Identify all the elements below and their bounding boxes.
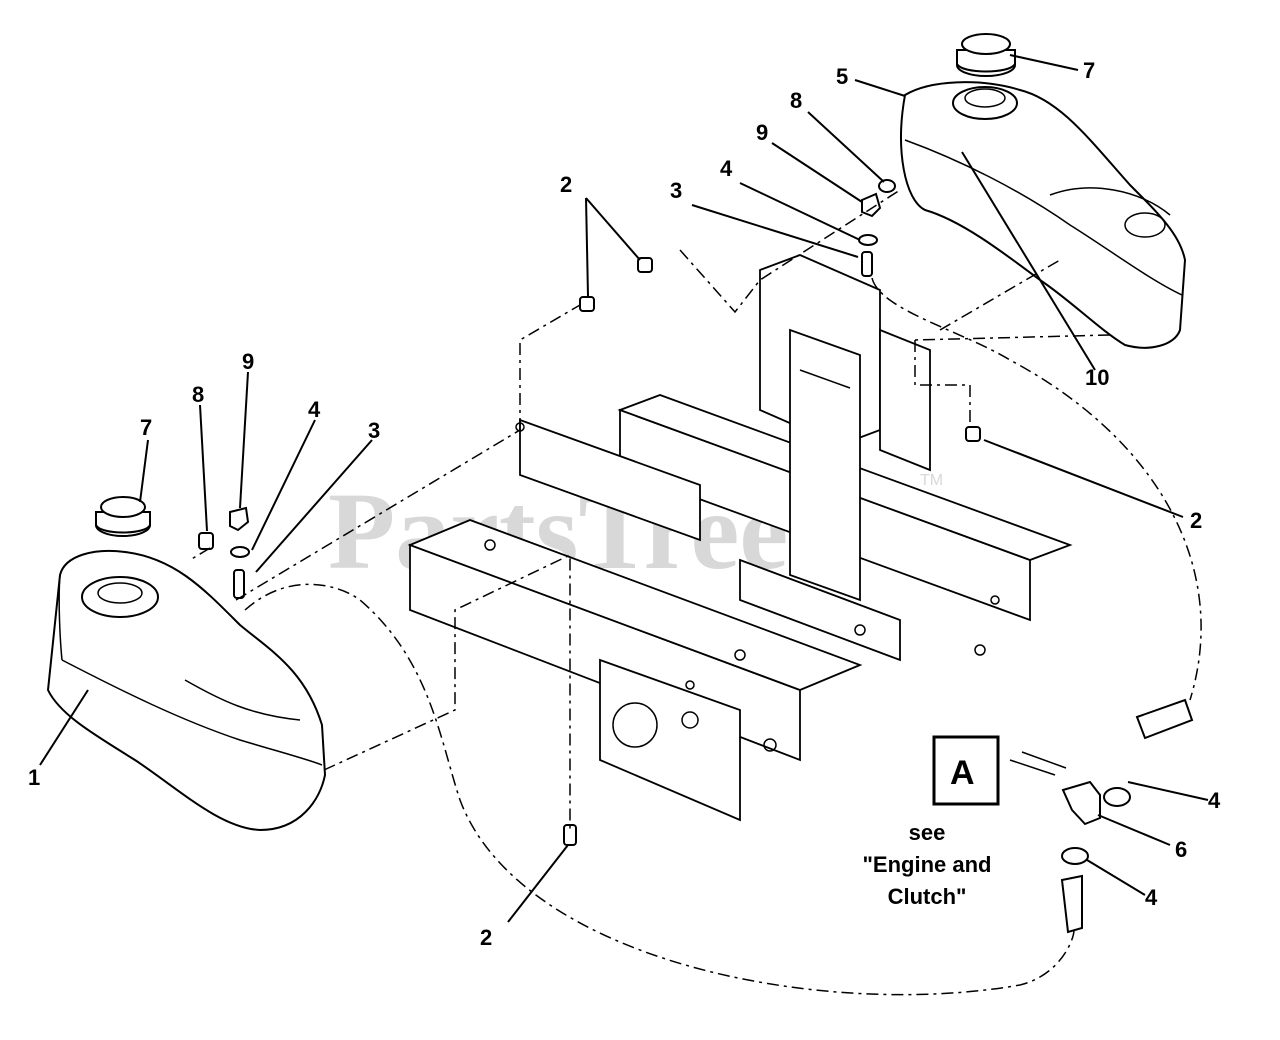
callout-7-right: 7: [1083, 58, 1095, 83]
fuel-valve-assembly: [1009, 698, 1194, 934]
callout-4-top: 4: [720, 156, 733, 181]
callout-7-left: 7: [140, 415, 152, 440]
reference-note-line2: "Engine and: [863, 852, 992, 877]
assembly-lines: [189, 189, 1202, 996]
callout-4-lower: 4: [1145, 885, 1158, 910]
leader-lines: [39, 54, 1209, 923]
callout-9-right: 9: [756, 120, 768, 145]
callout-1: 1: [28, 765, 40, 790]
left-fuel-cap: [95, 496, 151, 537]
reference-note-line1: see: [909, 820, 946, 845]
watermark-trademark: TM: [920, 472, 943, 489]
bolts: [563, 257, 981, 846]
reference-box: A: [932, 735, 1000, 806]
left-fittings: [198, 506, 250, 599]
callout-labels: 1 2 2 2 3 3 4 4 4 4 5 6 7 7 8 8 9 9 10: [28, 58, 1221, 950]
reference-note-line3: Clutch": [888, 884, 967, 909]
callout-10: 10: [1085, 365, 1109, 390]
right-fuel-tank: [900, 81, 1187, 349]
callout-2-top: 2: [560, 172, 572, 197]
callout-6: 6: [1175, 837, 1187, 862]
reference-box-letter: A: [950, 754, 975, 792]
callout-2-bottom: 2: [480, 925, 492, 950]
chassis-frame: [407, 254, 1073, 822]
callout-4-valve: 4: [1208, 788, 1221, 813]
left-fuel-tank: [46, 549, 327, 832]
callout-8-left: 8: [192, 382, 204, 407]
callout-4-left: 4: [308, 397, 321, 422]
reference-note: see "Engine and Clutch": [863, 820, 992, 909]
right-fuel-cap: [956, 33, 1016, 77]
callout-3-left: 3: [368, 418, 380, 443]
callout-9-left: 9: [242, 349, 254, 374]
callout-3-right: 3: [670, 178, 682, 203]
right-fittings: [858, 179, 896, 277]
callout-5: 5: [836, 64, 848, 89]
callout-2-right: 2: [1190, 508, 1202, 533]
callout-8-right: 8: [790, 88, 802, 113]
